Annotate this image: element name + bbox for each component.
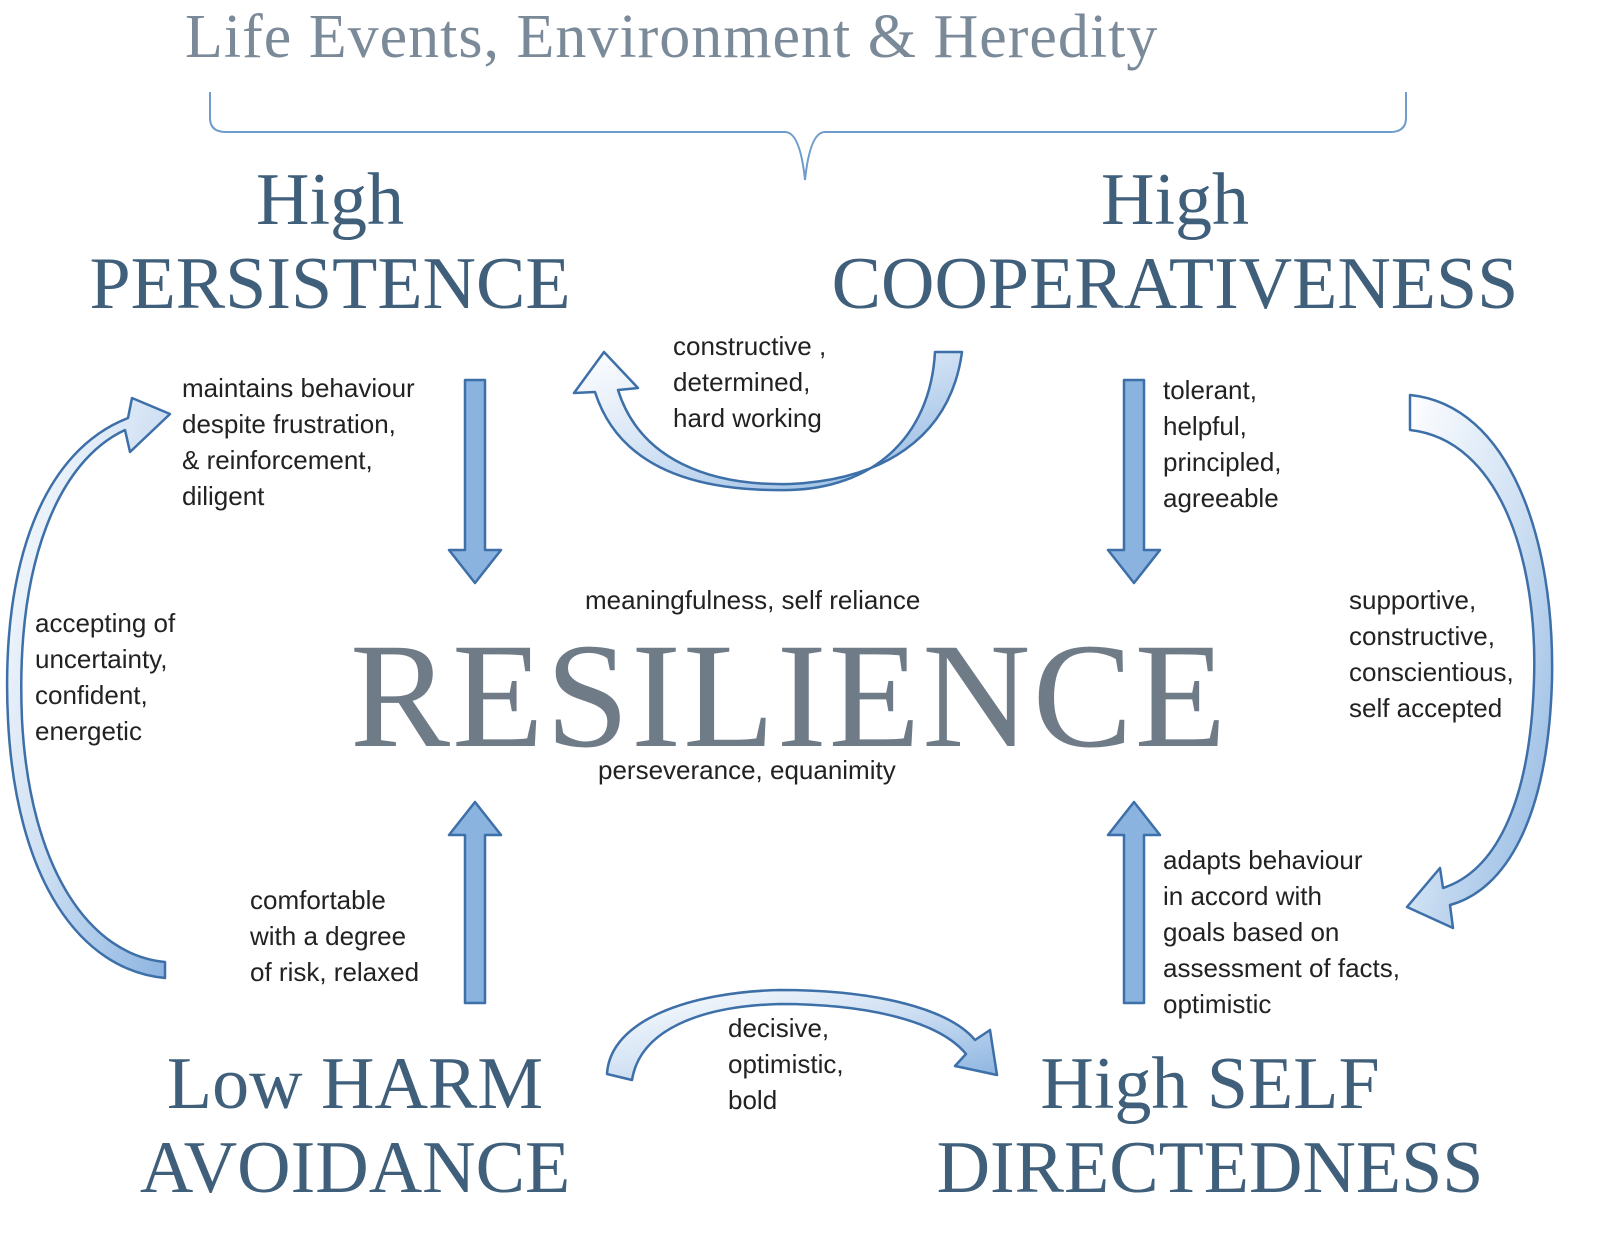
descriptor-line: tolerant, (1163, 375, 1257, 405)
trait-persistence-level: High (256, 159, 404, 241)
center-below-label: perseverance, equanimity (598, 755, 896, 785)
descriptor-line: goals based on (1163, 917, 1340, 947)
descriptor-cooperativeness-to-persistence: constructive , determined, hard working (673, 328, 826, 436)
descriptor-line: principled, (1163, 447, 1282, 477)
arrow-self-directedness-to-resilience (1106, 800, 1162, 1005)
trait-self-directedness: High SELF DIRECTEDNESS (880, 1042, 1540, 1210)
descriptor-line: optimistic (1163, 989, 1272, 1019)
descriptor-line: decisive, (728, 1013, 830, 1043)
descriptor-line: adapts behaviour (1163, 845, 1363, 875)
descriptor-line: energetic (35, 716, 142, 746)
descriptor-line: of risk, relaxed (250, 957, 420, 987)
trait-harm-avoidance: Low HARM AVOIDANCE (95, 1042, 615, 1210)
descriptor-line: despite frustration, (182, 409, 396, 439)
descriptor-cooperativeness-to-resilience: tolerant, helpful, principled, agreeable (1163, 372, 1282, 516)
descriptor-line: diligent (182, 481, 265, 511)
arrow-cooperativeness-to-self-directedness (1405, 393, 1554, 930)
trait-persistence-name: PERSISTENCE (89, 243, 571, 325)
descriptor-line: maintains behaviour (182, 373, 415, 403)
header-title: Life Events, Environment & Heredity (185, 3, 1159, 71)
trait-harm-avoidance-level: Low HARM (166, 1043, 544, 1125)
center-title: RESILIENCE (350, 613, 1229, 779)
descriptor-harm-avoidance-to-persistence: accepting of uncertainty, confident, ene… (35, 605, 175, 749)
descriptor-line: helpful, (1163, 411, 1247, 441)
descriptor-line: self accepted (1349, 693, 1503, 723)
descriptor-line: uncertainty, (35, 644, 168, 674)
descriptor-line: constructive, (1349, 621, 1495, 651)
descriptor-line: optimistic, (728, 1049, 844, 1079)
descriptor-harm-avoidance-to-resilience: comfortable with a degree of risk, relax… (250, 882, 419, 990)
trait-cooperativeness: High COOPERATIVENESS (775, 158, 1575, 326)
descriptor-persistence-to-resilience: maintains behaviour despite frustration,… (182, 370, 415, 514)
arrow-harm-avoidance-to-self-directedness (605, 988, 999, 1082)
descriptor-line: & reinforcement, (182, 445, 373, 475)
descriptor-line: supportive, (1349, 585, 1477, 615)
descriptor-line: confident, (35, 680, 148, 710)
arrow-cooperativeness-to-persistence (572, 350, 964, 492)
center-above-label: meaningfulness, self reliance (585, 585, 921, 615)
trait-cooperativeness-level: High (1101, 159, 1249, 241)
descriptor-self-directedness-to-resilience: adapts behaviour in accord with goals ba… (1163, 842, 1400, 1022)
descriptor-line: accepting of (35, 608, 176, 638)
descriptor-harm-avoidance-to-self-directedness: decisive, optimistic, bold (728, 1010, 844, 1118)
descriptor-line: hard working (673, 403, 822, 433)
descriptor-line: bold (728, 1085, 778, 1115)
arrow-cooperativeness-to-resilience (1106, 378, 1162, 585)
descriptor-line: agreeable (1163, 483, 1279, 513)
trait-self-directedness-name: DIRECTEDNESS (936, 1127, 1484, 1209)
descriptor-line: conscientious, (1349, 657, 1514, 687)
descriptor-line: constructive , (673, 331, 827, 361)
descriptor-line: in accord with (1163, 881, 1322, 911)
trait-cooperativeness-name: COOPERATIVENESS (831, 243, 1519, 325)
trait-harm-avoidance-name: AVOIDANCE (139, 1127, 571, 1209)
trait-self-directedness-level: High SELF (1040, 1043, 1380, 1125)
trait-persistence: High PERSISTENCE (40, 158, 620, 326)
descriptor-line: assessment of facts, (1163, 953, 1400, 983)
arrow-harm-avoidance-to-resilience (447, 800, 503, 1005)
descriptor-line: determined, (673, 367, 811, 397)
descriptor-line: with a degree (250, 921, 407, 951)
header-brace (209, 92, 1407, 181)
descriptor-line: comfortable (250, 885, 386, 915)
descriptor-cooperativeness-to-self-directedness: supportive, constructive, conscientious,… (1349, 582, 1514, 726)
arrow-persistence-to-resilience (447, 378, 503, 585)
arrow-harm-avoidance-to-persistence (5, 396, 172, 980)
